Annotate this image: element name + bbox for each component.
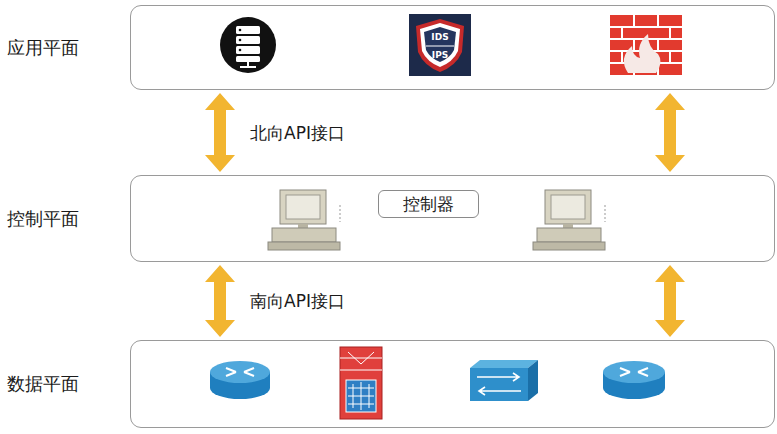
computer-icon [533,190,605,250]
plane-band: 控制平面控制器 [130,175,775,262]
controller-label: 控制器 [403,193,454,216]
icon-text: IPS [432,50,448,60]
plane-heading: 数据平面 [7,372,79,396]
interface-label: 南向API接口 [248,290,347,313]
controller-box: 控制器 [378,190,479,218]
router-icon [603,361,665,399]
api-arrow [655,265,685,337]
plane-heading: 控制平面 [7,207,79,231]
plane-band: 应用平面 [130,5,775,90]
computer-icon [268,190,340,250]
router-icon [210,361,270,399]
ids-ips-shield [409,14,471,76]
interface-label: 北向API接口 [248,121,347,144]
plane-heading: 应用平面 [7,36,79,60]
switch-icon [470,360,538,401]
server-icon [220,17,276,73]
api-arrow [205,265,235,337]
api-arrow [205,93,235,172]
plane-band: 数据平面 [130,340,775,428]
api-arrow [655,93,685,172]
firewall-icon [610,15,682,75]
icon-text: IDS [431,32,448,42]
security-appliance-icon [340,347,382,419]
